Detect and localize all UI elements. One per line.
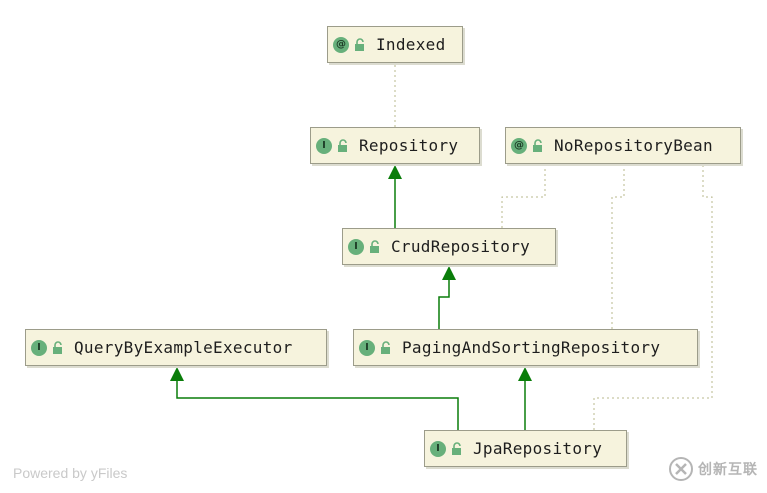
- interface-badge-icon: I: [359, 339, 375, 356]
- lock-open-icon: [355, 37, 364, 51]
- arrowhead-paging: [518, 367, 532, 381]
- interface-badge-icon: I: [31, 339, 47, 356]
- arrowhead-querybyexample: [170, 367, 184, 381]
- edge-paging-crud: [438, 280, 450, 329]
- edge-paging-norepositorybean: [611, 165, 625, 329]
- logo-text: 创新互联: [698, 462, 758, 478]
- yfiles-watermark: Powered by yFiles: [13, 465, 128, 481]
- node-jparepository[interactable]: I JpaRepository: [424, 430, 627, 467]
- edge-jpa-querybyexample: [176, 381, 459, 430]
- interface-badge-icon: I: [316, 137, 332, 154]
- lock-open-icon: [452, 441, 461, 455]
- node-repository[interactable]: I Repository: [310, 127, 480, 164]
- interface-badge-icon: I: [430, 440, 446, 457]
- lock-open-icon: [370, 239, 379, 253]
- node-label: PagingAndSortingRepository: [402, 338, 661, 357]
- lock-open-icon: [338, 138, 347, 152]
- logo-mark-icon: [669, 457, 693, 481]
- lock-open-icon: [381, 340, 390, 354]
- node-label: CrudRepository: [391, 237, 531, 256]
- node-crudrepository[interactable]: I CrudRepository: [342, 228, 556, 265]
- node-label: Indexed: [376, 35, 446, 54]
- node-indexed[interactable]: @ Indexed: [327, 26, 463, 63]
- node-norepositorybean[interactable]: @ NoRepositoryBean: [505, 127, 741, 164]
- lock-open-icon: [533, 138, 542, 152]
- node-label: JpaRepository: [473, 439, 603, 458]
- edge-crud-norepositorybean: [501, 165, 546, 228]
- arrowhead-repository: [388, 165, 402, 179]
- node-label: NoRepositoryBean: [554, 136, 713, 155]
- edge-jpa-norepositorybean: [593, 165, 713, 430]
- annotation-badge-icon: @: [511, 137, 527, 154]
- lock-open-icon: [53, 340, 62, 354]
- arrowhead-crud: [442, 266, 456, 280]
- interface-badge-icon: I: [348, 238, 364, 255]
- node-label: Repository: [359, 136, 459, 155]
- node-label: QueryByExampleExecutor: [74, 338, 293, 357]
- annotation-badge-icon: @: [333, 36, 349, 53]
- site-logo: 创新互联: [668, 456, 758, 482]
- node-pagingandsortingrepository[interactable]: I PagingAndSortingRepository: [353, 329, 698, 366]
- node-querybyexampleexecutor[interactable]: I QueryByExampleExecutor: [25, 329, 327, 366]
